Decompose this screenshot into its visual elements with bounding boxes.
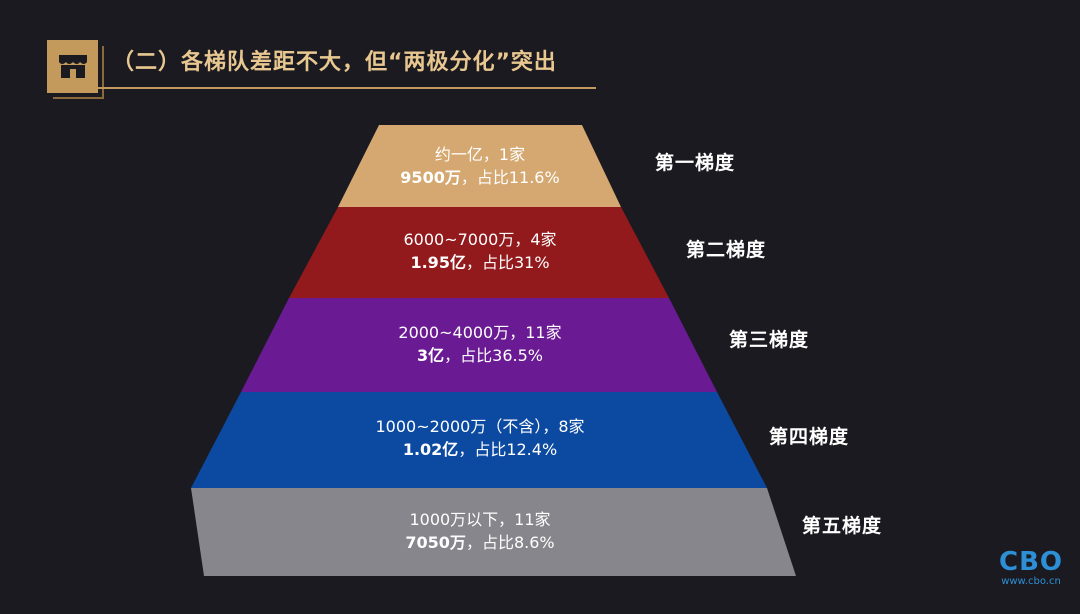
header-icon-box: [47, 40, 104, 99]
tier-3-share: ，占比36.5%: [444, 346, 543, 365]
tier-3-share-line: 3亿，占比36.5%: [280, 344, 680, 367]
tier-5-text: 1000万以下，11家 7050万，占比8.6%: [280, 508, 680, 554]
tier-4-band: [191, 392, 767, 488]
tier-5-label: 第五梯度: [802, 515, 883, 537]
tier-5-share: ，占比8.6%: [465, 533, 555, 552]
tier-2-band: [289, 207, 669, 298]
tier-1-text: 约一亿，1家 9500万，占比11.6%: [280, 143, 680, 189]
logo-name: CBO: [998, 547, 1063, 577]
tier-3-count: 2000~4000万，11家: [398, 323, 562, 342]
cbo-logo: CBO www.cbo.cn: [990, 548, 1072, 588]
tier-3-text: 2000~4000万，11家 3亿，占比36.5%: [280, 321, 680, 367]
tier-1-amount: 9500万: [400, 168, 461, 187]
tier-4-amount: 1.02亿: [402, 440, 459, 459]
tier-2-share-line: 1.95亿，占比31%: [280, 251, 680, 274]
tier-1-count: 约一亿，1家: [434, 145, 526, 164]
tier-2-count: 6000~7000万，4家: [403, 230, 557, 249]
tier-5-count: 1000万以下，11家: [409, 510, 551, 529]
tier-5-amount: 7050万: [405, 533, 466, 552]
tier-2-amount: 1.95亿: [410, 253, 466, 272]
tier-4-text: 1000~2000万（不含），8家 1.02亿，占比12.4%: [280, 415, 680, 461]
tier-1-share: ，占比11.6%: [460, 168, 560, 187]
tier-4-share-line: 1.02亿，占比12.4%: [280, 438, 680, 461]
tier-2-label: 第二梯度: [686, 239, 767, 261]
tier-3-amount: 3亿: [417, 346, 445, 365]
title-underline: [98, 87, 596, 89]
tier-3-band: [241, 298, 717, 392]
tier-5-band: [191, 488, 796, 576]
tier-3-label: 第三梯度: [729, 329, 810, 351]
tier-1-label: 第一梯度: [655, 152, 736, 174]
tier-1-share-line: 9500万，占比11.6%: [280, 166, 680, 189]
tier-1-band: [338, 125, 621, 207]
tier-2-share: ，占比31%: [465, 253, 550, 272]
tier-4-share: ，占比12.4%: [458, 440, 558, 459]
page-title: （二）各梯队差距不大，但“两极分化”突出: [112, 50, 557, 75]
tier-4-label: 第四梯度: [769, 426, 850, 448]
logo-url: www.cbo.cn: [1001, 576, 1061, 587]
tier-2-text: 6000~7000万，4家 1.95亿，占比31%: [280, 228, 680, 274]
tier-5-share-line: 7050万，占比8.6%: [280, 531, 680, 554]
tier-4-count: 1000~2000万（不含），8家: [375, 417, 585, 436]
